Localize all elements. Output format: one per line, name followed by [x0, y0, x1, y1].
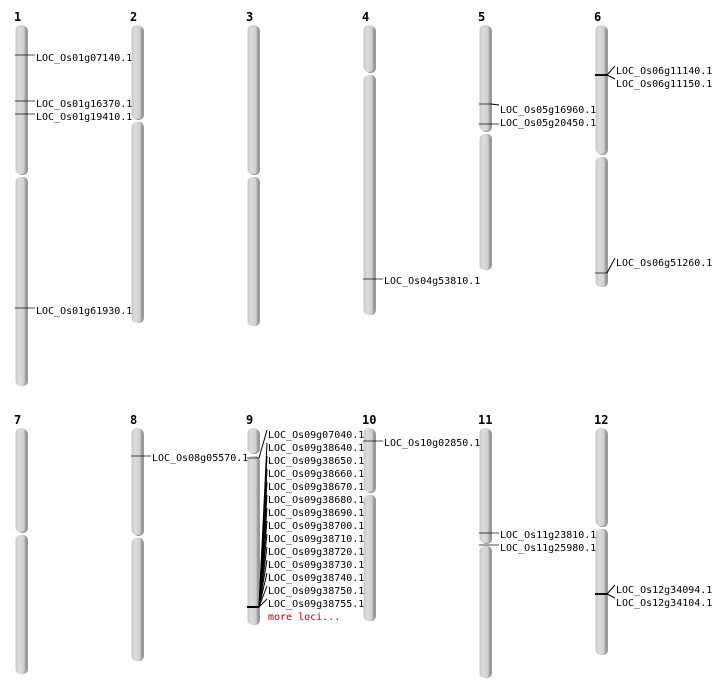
locus-connector: [606, 65, 616, 76]
locus-label[interactable]: LOC_Os09g38640.1: [268, 443, 364, 454]
chromosome-12-p-arm[interactable]: [595, 428, 607, 526]
locus-connector: [606, 593, 616, 599]
chromosome-label: 2: [130, 10, 137, 24]
locus-connector: [606, 74, 616, 80]
locus-label[interactable]: LOC_Os09g38730.1: [268, 560, 364, 571]
chromosome-2-p-arm[interactable]: [131, 25, 143, 119]
chromosome-2-q-arm[interactable]: [131, 122, 143, 323]
locus-label[interactable]: LOC_Os09g38680.1: [268, 495, 364, 506]
chromosome-10-q-arm[interactable]: [363, 495, 375, 621]
locus-label[interactable]: LOC_Os09g38740.1: [268, 573, 364, 584]
locus-label[interactable]: LOC_Os06g11140.1: [616, 66, 712, 77]
locus-label[interactable]: LOC_Os10g02850.1: [384, 438, 480, 449]
locus-connector: [258, 429, 268, 459]
chromosome-7-p-arm[interactable]: [15, 428, 27, 532]
chromosome-3-p-arm[interactable]: [247, 25, 259, 174]
locus-label[interactable]: LOC_Os01g19410.1: [36, 112, 132, 123]
locus-connector: [258, 572, 268, 608]
locus-label[interactable]: LOC_Os12g34094.1: [616, 585, 712, 596]
locus-label[interactable]: LOC_Os11g25980.1: [500, 543, 596, 554]
locus-label[interactable]: LOC_Os05g20450.1: [500, 118, 596, 129]
locus-connector: [258, 585, 268, 608]
chromosome-8-q-arm[interactable]: [131, 538, 143, 661]
chromosome-8-p-arm[interactable]: [131, 428, 143, 535]
chromosome-7-q-arm[interactable]: [15, 535, 27, 674]
locus-label[interactable]: LOC_Os01g07140.1: [36, 53, 132, 64]
chromosome-11-p-arm[interactable]: [479, 428, 491, 543]
chromosome-12-q-arm[interactable]: [595, 529, 607, 655]
chromosome-6-p-arm[interactable]: [595, 25, 607, 154]
chromosome-9-p-arm[interactable]: [247, 428, 259, 453]
chromosome-4-q-arm[interactable]: [363, 75, 375, 315]
locus-label[interactable]: LOC_Os09g38750.1: [268, 586, 364, 597]
locus-label[interactable]: LOC_Os09g38710.1: [268, 534, 364, 545]
chromosome-label: 4: [362, 10, 369, 24]
locus-label[interactable]: LOC_Os09g38755.1: [268, 599, 364, 610]
locus-connector: [258, 598, 268, 608]
locus-label[interactable]: LOC_Os09g38690.1: [268, 508, 364, 519]
chromosome-1-p-arm[interactable]: [15, 25, 27, 174]
locus-label[interactable]: LOC_Os09g38700.1: [268, 521, 364, 532]
chromosome-label: 7: [14, 413, 21, 427]
chromosome-5-q-arm[interactable]: [479, 134, 491, 270]
chromosome-label: 11: [478, 413, 492, 427]
chromosome-1-q-arm[interactable]: [15, 177, 27, 386]
chromosome-label: 9: [246, 413, 253, 427]
chromosome-3-q-arm[interactable]: [247, 177, 259, 326]
chromosome-label: 12: [594, 413, 608, 427]
more-loci-link[interactable]: more loci...: [268, 612, 340, 623]
locus-label[interactable]: LOC_Os11g23810.1: [500, 530, 596, 541]
locus-label[interactable]: LOC_Os09g38650.1: [268, 456, 364, 467]
chromosome-9-q-arm[interactable]: [247, 456, 259, 625]
chromosome-4-p-arm[interactable]: [363, 25, 375, 72]
locus-label[interactable]: LOC_Os08g05570.1: [152, 453, 248, 464]
locus-label[interactable]: LOC_Os05g16960.1: [500, 105, 596, 116]
locus-connector: [606, 257, 616, 274]
locus-label[interactable]: LOC_Os06g51260.1: [616, 258, 712, 269]
locus-label[interactable]: LOC_Os04g53810.1: [384, 276, 480, 287]
locus-label[interactable]: LOC_Os06g11150.1: [616, 79, 712, 90]
chromosome-label: 1: [14, 10, 21, 24]
locus-label[interactable]: LOC_Os01g61930.1: [36, 306, 132, 317]
locus-label[interactable]: LOC_Os09g38720.1: [268, 547, 364, 558]
chromosome-10-p-arm[interactable]: [363, 428, 375, 492]
chromosome-label: 8: [130, 413, 137, 427]
locus-label[interactable]: LOC_Os01g16370.1: [36, 99, 132, 110]
locus-label[interactable]: LOC_Os09g38660.1: [268, 469, 364, 480]
chromosome-5-p-arm[interactable]: [479, 25, 491, 131]
chromosome-6-q-arm[interactable]: [595, 157, 607, 287]
chromosome-label: 6: [594, 10, 601, 24]
locus-label[interactable]: LOC_Os09g07040.1: [268, 430, 364, 441]
chromosome-label: 3: [246, 10, 253, 24]
chromosome-label: 5: [478, 10, 485, 24]
locus-connector: [490, 103, 500, 106]
chromosome-11-q-arm[interactable]: [479, 546, 491, 678]
locus-connector: [606, 584, 616, 595]
locus-label[interactable]: LOC_Os09g38670.1: [268, 482, 364, 493]
locus-label[interactable]: LOC_Os12g34104.1: [616, 598, 712, 609]
chromosome-label: 10: [362, 413, 376, 427]
